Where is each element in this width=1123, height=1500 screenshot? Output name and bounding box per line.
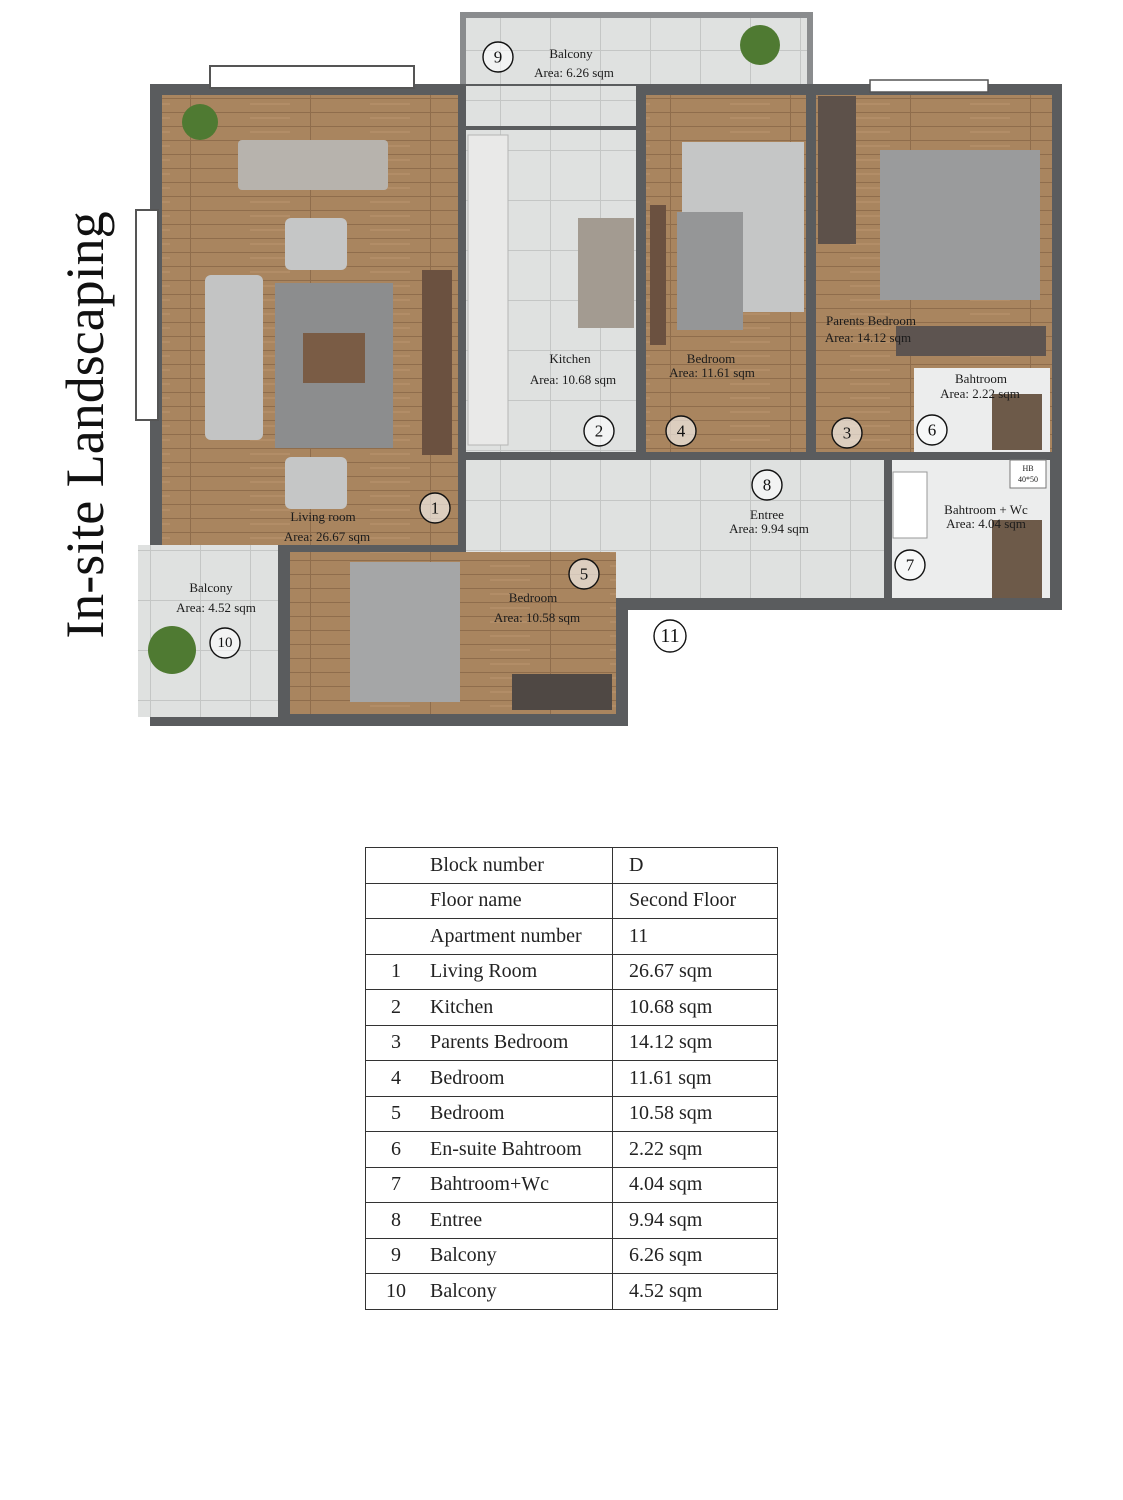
table-label: Apartment number — [426, 918, 613, 955]
svg-text:9: 9 — [494, 48, 503, 67]
balcony-10-area: Area: 4.52 sqm — [176, 600, 256, 615]
kitchen-area: Area: 10.68 sqm — [530, 372, 616, 387]
table-row: 6 En-suite Bahtroom 2.22 sqm — [365, 1131, 778, 1168]
room-number-10: 10 — [209, 627, 241, 659]
table-label: Parents Bedroom — [426, 1024, 613, 1061]
table-row: 9 Balcony 6.26 sqm — [365, 1237, 778, 1274]
table-num: 8 — [365, 1202, 426, 1239]
parents-bedroom-name: Parents Bedroom — [826, 313, 916, 328]
table-row: Floor name Second Floor — [365, 882, 778, 919]
room-number-4: 4 — [665, 415, 697, 447]
table-row: Block number D — [365, 847, 778, 884]
room-number-9: 9 — [482, 41, 514, 73]
apartment-info-table: Block number D Floor name Second Floor A… — [365, 847, 778, 1310]
double-bed — [880, 150, 1040, 300]
table-label: Floor name — [426, 882, 613, 919]
room-number-2: 2 — [583, 415, 615, 447]
bedroom-5-area: Area: 10.58 sqm — [494, 610, 580, 625]
bedroom-5-name: Bedroom — [509, 590, 557, 605]
room-number-8: 8 — [751, 469, 783, 501]
table-value: 11 — [612, 918, 778, 955]
table-num: 9 — [365, 1237, 426, 1274]
table-row: 8 Entree 9.94 sqm — [365, 1202, 778, 1239]
svg-text:8: 8 — [763, 476, 772, 495]
entree-name: Entree — [750, 507, 784, 522]
plant-icon — [182, 104, 218, 140]
table-row: 4 Bedroom 11.61 sqm — [365, 1060, 778, 1097]
ensuite-name: Bahtroom — [955, 371, 1007, 386]
table-label: Living Room — [426, 953, 613, 990]
table-num: 3 — [365, 1024, 426, 1061]
table-num: 4 — [365, 1060, 426, 1097]
table-value: Second Floor — [612, 882, 778, 919]
room-number-3: 3 — [831, 417, 863, 449]
room-number-5: 5 — [568, 558, 600, 590]
table-value: 9.94 sqm — [612, 1202, 778, 1239]
table-value: 2.22 sqm — [612, 1131, 778, 1168]
table-row: 2 Kitchen 10.68 sqm — [365, 989, 778, 1026]
svg-text:6: 6 — [928, 421, 937, 440]
entrance-number-11: 11 — [653, 619, 687, 653]
svg-text:1: 1 — [431, 499, 440, 518]
table-row: 7 Bahtroom+Wc 4.04 sqm — [365, 1166, 778, 1203]
table-label: Kitchen — [426, 989, 613, 1026]
svg-text:10: 10 — [218, 635, 233, 651]
table-num: 7 — [365, 1166, 426, 1203]
svg-text:2: 2 — [595, 422, 604, 441]
svg-text:3: 3 — [843, 424, 852, 443]
table-value: 10.68 sqm — [612, 989, 778, 1026]
bedroom-4-name: Bedroom — [687, 351, 735, 366]
svg-text:4: 4 — [677, 422, 686, 441]
table-value: 4.04 sqm — [612, 1166, 778, 1203]
bedroom-4-area: Area: 11.61 sqm — [669, 365, 755, 380]
table-label: Bedroom — [426, 1060, 613, 1097]
balcony-9-area: Area: 6.26 sqm — [534, 65, 614, 80]
living-room-area: Area: 26.67 sqm — [284, 529, 370, 544]
table-value: D — [612, 847, 778, 884]
table-value: 26.67 sqm — [612, 953, 778, 990]
svg-text:5: 5 — [580, 565, 589, 584]
table-label: Balcony — [426, 1237, 613, 1274]
table-row: Apartment number 11 — [365, 918, 778, 955]
table-num: 1 — [365, 953, 426, 990]
table-label: Block number — [426, 847, 613, 884]
living-room-name: Living room — [290, 509, 355, 524]
table-num: 5 — [365, 1095, 426, 1132]
table-value: 11.61 sqm — [612, 1060, 778, 1097]
room-number-7: 7 — [894, 549, 926, 581]
parents-bedroom-area: Area: 14.12 sqm — [825, 330, 911, 345]
balcony-9-name: Balcony — [549, 46, 593, 61]
table-num: 2 — [365, 989, 426, 1026]
hb-label: HB — [1022, 464, 1033, 473]
table-label: Balcony — [426, 1273, 613, 1310]
dining-table — [238, 140, 388, 190]
kitchen-name: Kitchen — [549, 351, 591, 366]
table-label: Bedroom — [426, 1095, 613, 1132]
entree-area: Area: 9.94 sqm — [729, 521, 809, 536]
floor-plan: Balcony Area: 6.26 sqm Kitchen Area: 10.… — [135, 12, 1062, 726]
table-value: 14.12 sqm — [612, 1024, 778, 1061]
table-value: 6.26 sqm — [612, 1237, 778, 1274]
bath-wc-name: Bahtroom + Wc — [944, 502, 1028, 517]
table-row: 1 Living Room 26.67 sqm — [365, 953, 778, 990]
table-label: En-suite Bahtroom — [426, 1131, 613, 1168]
balcony-9-wall — [460, 12, 813, 18]
table-value: 10.58 sqm — [612, 1095, 778, 1132]
table-label: Bahtroom+Wc — [426, 1166, 613, 1203]
room-number-6: 6 — [916, 414, 948, 446]
table-value: 4.52 sqm — [612, 1273, 778, 1310]
room-number-1: 1 — [419, 492, 451, 524]
table-label: Entree — [426, 1202, 613, 1239]
bath-wc-area: Area: 4.04 sqm — [946, 516, 1026, 531]
table-num: 10 — [365, 1273, 426, 1310]
svg-text:7: 7 — [906, 556, 915, 575]
table-row: 5 Bedroom 10.58 sqm — [365, 1095, 778, 1132]
svg-text:11: 11 — [660, 625, 679, 647]
hb-size: 40*50 — [1018, 475, 1038, 484]
ensuite-area: Area: 2.22 sqm — [940, 386, 1020, 401]
balcony-10-name: Balcony — [189, 580, 233, 595]
table-row: 10 Balcony 4.52 sqm — [365, 1273, 778, 1310]
table-num: 6 — [365, 1131, 426, 1168]
table-row: 3 Parents Bedroom 14.12 sqm — [365, 1024, 778, 1061]
